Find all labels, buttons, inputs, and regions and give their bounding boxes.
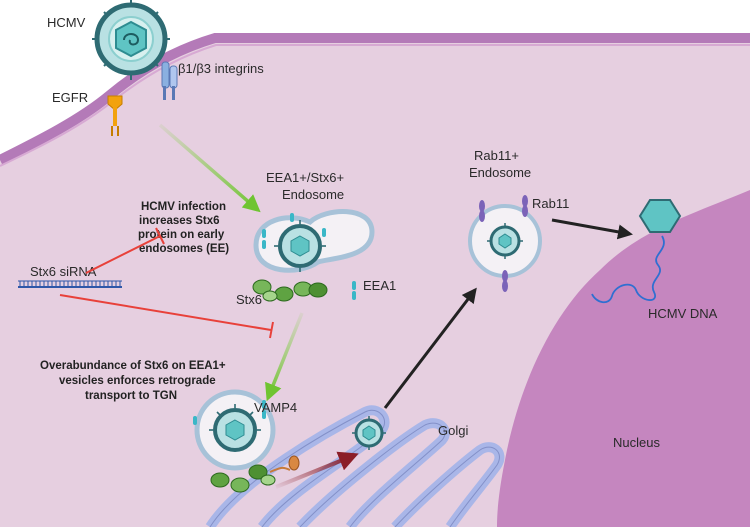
rab11-label: Rab11 [532,196,569,211]
hcmv-virion-extracellular [92,0,170,80]
golgi-label: Golgi [438,423,468,438]
hcmv-virion-golgi [352,416,386,450]
hcmv-dna-label: HCMV DNA [648,306,718,321]
early-endosome [252,209,375,302]
tgn-transport-arrow [275,451,359,489]
rab11-endosome-label-line2: Endosome [469,165,531,180]
integrin-receptor [161,61,178,100]
infection-note-line2: increases Stx6 [139,215,220,227]
egfr-receptor [107,95,123,136]
rab11-endosome-label-line1: Rab11+ [474,148,519,163]
overabundance-note-line2: vesicles enforces retrograde [59,375,216,387]
rab11-endosome [468,195,542,292]
infection-note-line1: HCMV infection [141,201,226,213]
nucleus-label: Nucleus [613,435,660,450]
vamp4-label: VAMP4 [254,400,297,415]
overabundance-note-line1: Overabundance of Stx6 on EEA1+ [40,360,226,372]
hcmv-label: HCMV [47,15,86,30]
retrograde-arrow [265,312,304,402]
nucleus [497,190,750,527]
recycling-arrow [383,287,477,409]
integrins-label: β1/β3 integrins [178,61,264,76]
stx6-label: Stx6 [236,292,262,307]
inhibition-to-infection-effect [85,227,165,274]
entry-arrow [158,123,261,213]
early-endosome-label-line1: EEA1+/Stx6+ [266,170,344,185]
hcmv-dna-strand [591,235,665,304]
infection-note-line4: endosomes (EE) [139,243,229,255]
hcmv-dna-capsid-icon [638,199,682,233]
overabundance-note-line3: transport to TGN [85,390,177,402]
egfr-label: EGFR [52,90,88,105]
infection-note-line3: protein on early [138,229,225,241]
stx6-sirna-label: Stx6 siRNA [30,264,97,279]
eea1-label: EEA1 [363,278,396,293]
early-endosome-label-line2: Endosome [282,187,344,202]
inhibition-to-retrograde [59,294,274,339]
sirna-duplex-icon [18,280,122,288]
nuclear-delivery-arrow [551,218,633,240]
stx6-vesicle [193,389,300,493]
plasma-membrane [0,33,750,165]
